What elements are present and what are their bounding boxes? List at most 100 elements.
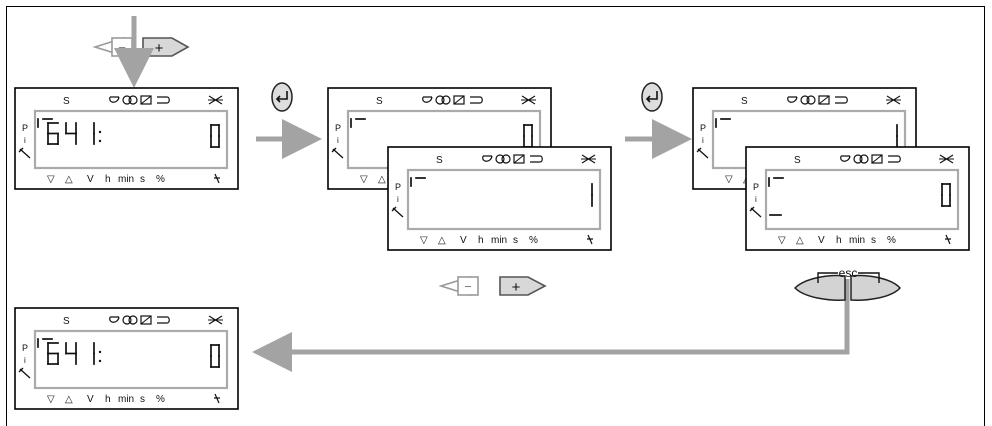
minus-button-body[interactable]	[457, 276, 479, 296]
wrench-icon	[696, 147, 709, 159]
esc-label: esc	[839, 266, 858, 280]
bottom-indicator: ▽	[47, 394, 55, 405]
bottom-indicator: h	[105, 394, 111, 405]
enter-icon	[645, 91, 658, 103]
bottom-indicator: △	[796, 235, 804, 246]
bottom-indicator: h	[836, 235, 842, 246]
fan-icon	[859, 154, 869, 164]
bottom-indicator: %	[156, 174, 165, 185]
enter-button-2[interactable]	[641, 82, 663, 112]
sensor-icon	[214, 393, 220, 404]
valve-icon	[513, 154, 525, 164]
bottom-indicator: ▽	[360, 174, 368, 185]
valve-icon	[140, 95, 152, 105]
left-label-p: P	[22, 343, 28, 353]
diagram-frame	[6, 6, 985, 426]
plus-button-label: +	[155, 40, 164, 57]
valve-icon-slash	[818, 95, 830, 105]
status-letter-s: S	[63, 96, 70, 107]
valve-icon	[871, 154, 883, 164]
fault-icon	[208, 95, 223, 105]
colon-dot	[98, 130, 102, 134]
enter-button-1[interactable]	[271, 82, 293, 112]
fan-icon	[128, 315, 138, 325]
fan-icon	[435, 95, 445, 105]
wrench-icon	[749, 206, 762, 218]
fan-icon	[800, 95, 810, 105]
left-label-p: P	[395, 182, 401, 192]
colon-dot	[98, 139, 102, 143]
bottom-indicator: V	[818, 235, 825, 246]
bottom-indicator: V	[87, 174, 94, 185]
plus-button-label: +	[512, 279, 521, 296]
valve-icon	[140, 315, 152, 325]
left-label-i: i	[337, 136, 339, 145]
bottom-indicator: △	[65, 394, 73, 405]
plus-button[interactable]	[142, 37, 190, 57]
wrench-icon	[391, 206, 404, 218]
arrow-return	[252, 279, 850, 372]
minus-button-label: −	[464, 279, 472, 294]
status-letter-s: S	[63, 316, 70, 327]
bottom-indicator: ▽	[420, 235, 428, 246]
bottom-indicator: min	[849, 235, 865, 246]
sensor-icon	[214, 173, 220, 184]
left-label-p: P	[335, 123, 341, 133]
fan-icon	[495, 154, 505, 164]
burner-icon	[888, 155, 901, 163]
flame-icon	[422, 96, 433, 103]
plus-button[interactable]	[499, 276, 547, 296]
flame-icon	[840, 155, 851, 162]
left-label-i: i	[397, 195, 399, 204]
esc-bracket	[817, 272, 880, 283]
fan-icon	[501, 154, 511, 164]
fault-icon	[581, 154, 596, 164]
valve-icon-slash	[513, 154, 525, 164]
left-label-p: P	[753, 182, 759, 192]
bottom-indicator: △	[65, 174, 73, 185]
bottom-indicator: △	[438, 235, 446, 246]
left-label-i: i	[702, 136, 704, 145]
bottom-indicator: s	[871, 235, 876, 246]
sensor-icon	[587, 234, 593, 245]
esc-left-button[interactable]	[793, 274, 846, 301]
bottom-indicator: ▽	[778, 235, 786, 246]
burner-icon	[157, 316, 170, 324]
valve-icon-slash	[453, 95, 465, 105]
bottom-indicator: h	[478, 235, 484, 246]
bottom-indicator: %	[156, 394, 165, 405]
burner-icon	[530, 155, 543, 163]
wrench-icon	[18, 367, 31, 379]
sensor-icon	[945, 234, 951, 245]
status-letter-s: S	[741, 96, 748, 107]
burner-icon	[835, 96, 848, 104]
wrench-icon	[331, 147, 344, 159]
burner-icon	[470, 96, 483, 104]
fan-icon	[853, 154, 863, 164]
left-label-i: i	[24, 356, 26, 365]
fault-icon	[886, 95, 901, 105]
burner-icon	[157, 96, 170, 104]
bottom-indicator: ▽	[47, 174, 55, 185]
bottom-indicator: min	[118, 174, 134, 185]
status-letter-s: S	[376, 96, 383, 107]
status-letter-s: S	[794, 155, 801, 166]
bottom-indicator: %	[887, 235, 896, 246]
valve-icon-slash	[871, 154, 883, 164]
fan-icon	[128, 95, 138, 105]
flame-icon	[109, 96, 120, 103]
esc-right-button[interactable]	[850, 274, 902, 301]
enter-icon	[275, 91, 288, 103]
left-label-i: i	[755, 195, 757, 204]
valve-icon-slash	[140, 315, 152, 325]
colon-dot	[98, 350, 102, 354]
bottom-indicator: h	[105, 174, 111, 185]
bottom-indicator: min	[491, 235, 507, 246]
fault-icon	[939, 154, 954, 164]
left-label-p: P	[22, 123, 28, 133]
valve-icon	[818, 95, 830, 105]
status-letter-s: S	[436, 155, 443, 166]
